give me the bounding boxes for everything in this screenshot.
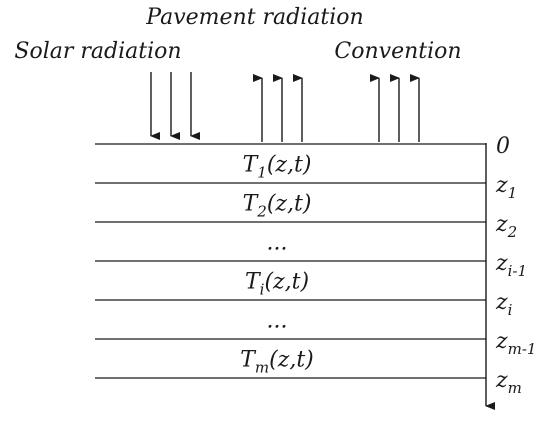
layer-temperature-label: T2(z,t) (243, 192, 312, 221)
depth-labels: 0 z1 z2 zi-1 zi zm-1 zm (495, 134, 536, 397)
depth-label: zi-1 (495, 251, 527, 280)
layer-temperature-label: Tm(z,t) (240, 348, 314, 377)
depth-label: z1 (495, 173, 517, 202)
convention-label: Convention (334, 39, 461, 64)
depth-label: z2 (495, 212, 517, 241)
solar-radiation-label: Solar radiation (14, 39, 181, 64)
pavement-radiation-label: Pavement radiation (145, 5, 363, 30)
layer-labels: T1(z,t) T2(z,t)... Ti(z,t)... Tm(z,t) (240, 153, 314, 377)
depth-label: 0 (496, 134, 510, 159)
layer-ellipsis: ... (267, 231, 288, 256)
layer-boundaries (95, 143, 486, 379)
layer-temperature-label: Ti(z,t) (245, 270, 309, 299)
layer-temperature-label: T1(z,t) (243, 153, 312, 182)
layer-ellipsis: ... (267, 309, 288, 334)
convention-arrows (370, 74, 420, 142)
solar-radiation-arrows (150, 72, 200, 140)
pavement-radiation-arrows (253, 74, 303, 142)
depth-label: zi (495, 290, 513, 319)
depth-label: zm (495, 368, 522, 397)
depth-label: zm-1 (495, 329, 536, 358)
